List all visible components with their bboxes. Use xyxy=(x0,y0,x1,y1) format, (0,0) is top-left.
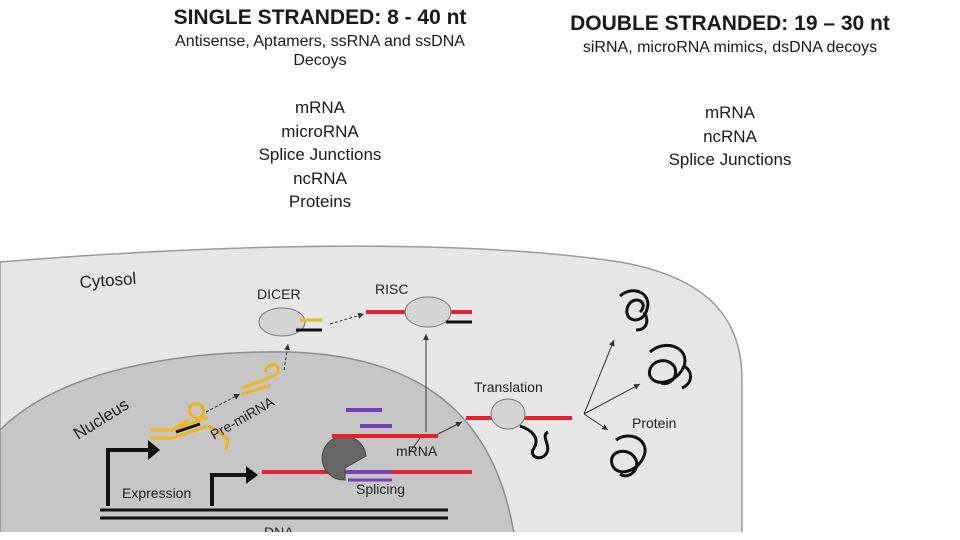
single-target-item: ncRNA xyxy=(293,168,347,188)
folded-protein xyxy=(647,343,692,390)
translation-to-protein-arrow xyxy=(583,413,609,431)
spliceosome xyxy=(321,435,367,481)
cytosol-label: Cytosol xyxy=(79,269,137,292)
single-stranded-column: SINGLE STRANDED: 8 - 40 nt Antisense, Ap… xyxy=(100,6,540,214)
single-stranded-targets: mRNA microRNA Splice Junctions ncRNA Pro… xyxy=(100,96,540,214)
single-target-item: mRNA xyxy=(294,98,346,117)
dicer-enzyme xyxy=(258,307,306,337)
nucleus-region xyxy=(0,351,515,532)
dna-label: DNA xyxy=(264,524,294,540)
double-stranded-column: DOUBLE STRANDED: 19 – 30 nt siRNA, micro… xyxy=(520,12,940,172)
mrna-label: mRNA xyxy=(396,443,438,459)
premirna-to-dicer-arrow xyxy=(283,343,291,371)
splicing-label: Splicing xyxy=(356,481,405,497)
double-stranded-types: siRNA, microRNA mimics, dsDNA decoys xyxy=(520,38,940,57)
single-stranded-heading: SINGLE STRANDED: 8 - 40 nt xyxy=(173,6,467,29)
hairpin-to-premirna-arrow xyxy=(205,393,241,413)
ribosome xyxy=(490,398,526,430)
single-target-item: Splice Junctions xyxy=(258,145,382,164)
translation-label: Translation xyxy=(474,379,543,395)
promoter-arrow-1 xyxy=(106,448,150,506)
mrna-export-arrow xyxy=(437,421,463,435)
mrna-pointer xyxy=(409,437,421,453)
nascent-peptide xyxy=(519,424,550,460)
translation-to-protein-arrow xyxy=(583,339,615,415)
dicer-to-risc-arrow xyxy=(329,312,365,325)
double-target-item: Splice Junctions xyxy=(668,150,792,169)
pre-mirna-hairpin xyxy=(241,363,280,396)
folded-protein xyxy=(610,434,647,478)
double-stranded-heading: DOUBLE STRANDED: 19 – 30 nt xyxy=(570,12,890,35)
translation-to-protein-arrow xyxy=(583,383,641,415)
single-types-line-1: Antisense, Aptamers, ssRNA and ssDNA xyxy=(175,33,465,50)
risc-label: RISC xyxy=(375,281,408,297)
promoter-arrow-1-head xyxy=(148,440,160,460)
double-target-item: ncRNA xyxy=(703,126,757,146)
double-types-line-1: siRNA, microRNA mimics, dsDNA decoys xyxy=(582,39,878,56)
primary-mirna-hairpin xyxy=(150,402,230,451)
folded-protein xyxy=(619,289,650,332)
promoter-arrow-2 xyxy=(210,473,248,506)
dicer-label: DICER xyxy=(257,286,301,302)
protein-label: Protein xyxy=(632,415,676,431)
double-stranded-targets: mRNA ncRNA Splice Junctions xyxy=(520,101,940,172)
single-types-line-2: Decoys xyxy=(293,52,347,69)
single-target-item: microRNA xyxy=(281,121,359,141)
promoter-arrow-2-head xyxy=(246,466,258,484)
expression-label: Expression xyxy=(122,485,191,501)
risc-complex xyxy=(404,296,452,328)
double-target-item: mRNA xyxy=(704,103,756,122)
single-stranded-types: Antisense, Aptamers, ssRNA and ssDNA Dec… xyxy=(100,32,540,70)
single-target-item: Proteins xyxy=(288,192,352,211)
